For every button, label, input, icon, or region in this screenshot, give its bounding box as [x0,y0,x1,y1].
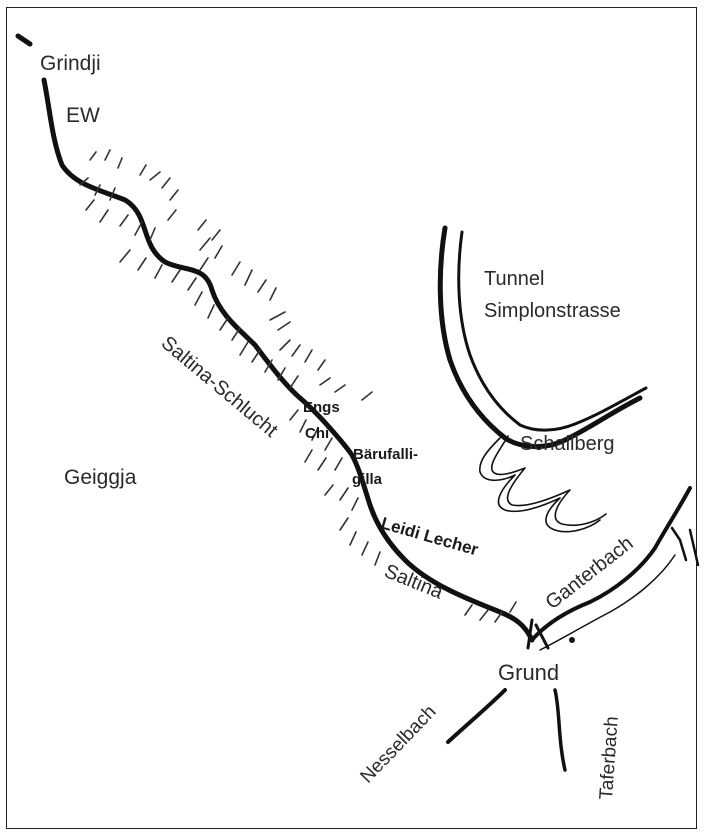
label-gilla: gilla [352,471,383,488]
label-baerufalli: Bärufalli- [353,446,418,463]
map-frame [6,7,697,829]
grund-junction [526,618,550,650]
label-simplonstrasse: Simplonstrasse [484,300,621,322]
label-nesselbach: Nesselbach [356,701,440,787]
label-ew: EW [66,104,100,127]
ganterbach-bank [539,554,676,651]
ganterbach-branch [670,526,700,567]
label-grund: Grund [498,660,559,685]
label-tunnel: Tunnel [484,268,544,290]
label-geiggja: Geiggja [64,466,137,489]
serpentine-road [479,437,601,533]
taferbach-river [553,688,567,772]
label-grindji: Grindji [40,52,101,75]
simplonstrasse-road-outer [437,225,643,450]
label-schallberg: Schallberg [520,433,615,455]
grund-dot [569,637,575,643]
ganterbach-river [530,486,692,642]
label-chi: Chi [305,425,329,442]
label-saltina-schlucht: Saltina-Schlucht [157,332,282,442]
label-taferbach: Taferbach [596,716,623,801]
label-engs: Engs [303,399,340,416]
serpentine-road-2 [490,435,607,527]
gorge-hatching [79,149,517,623]
nesselbach-river [446,688,507,744]
simplonstrasse-road-inner [457,230,648,432]
label-leidi-lecher: Leidi Lecher [379,514,481,560]
